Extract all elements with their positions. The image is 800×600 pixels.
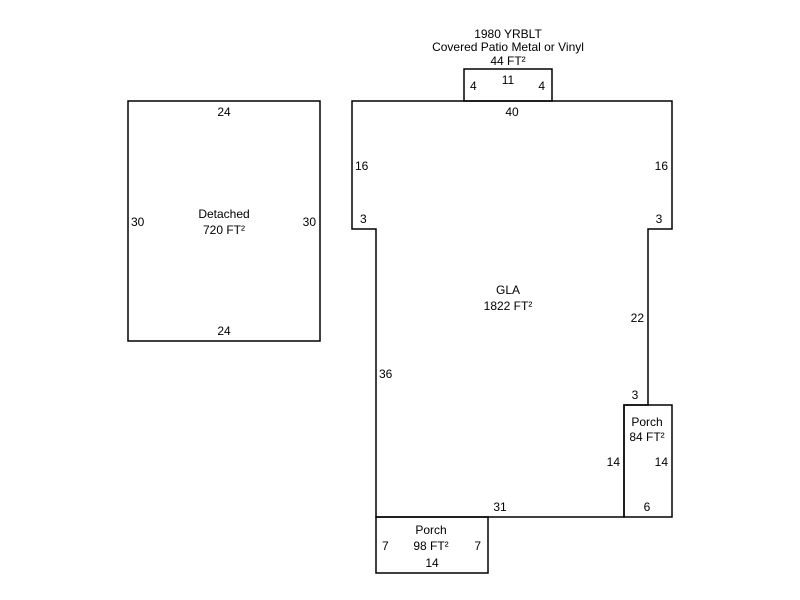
porch-right-label: Porch: [631, 415, 662, 429]
detached-label: Detached: [198, 207, 249, 221]
patio-right-dim: 4: [538, 79, 545, 93]
patio-label: Covered Patio Metal or Vinyl: [432, 40, 584, 54]
gla-left-upper-dim: 16: [355, 159, 369, 173]
gla-porch-top-dim: 3: [632, 388, 639, 402]
gla-right-lower-dim: 22: [631, 311, 645, 325]
porch-right-bottom-dim: 6: [644, 500, 651, 514]
porch-bottom-area: 98 FT²: [413, 539, 448, 553]
gla-bottom-dim: 31: [493, 500, 507, 514]
porch-bottom-label: Porch: [415, 523, 446, 537]
detached-left-dim: 30: [131, 215, 145, 229]
porch-bottom-right-dim: 7: [474, 539, 481, 553]
detached-bottom-dim: 24: [217, 324, 231, 338]
gla-label: GLA: [496, 283, 520, 297]
porch-right-area: 84 FT²: [629, 430, 664, 444]
gla-left-lower-dim: 36: [379, 367, 393, 381]
patio-top-dim: 11: [502, 73, 515, 87]
detached-right-dim: 30: [303, 215, 317, 229]
gla-right-upper-dim: 16: [655, 159, 669, 173]
patio-area: 44 FT²: [490, 54, 525, 68]
porch-bottom-left-dim: 7: [382, 539, 389, 553]
porch-bottom: Porch 98 FT² 7 7 14: [375, 516, 489, 574]
porch-right-outline: [623, 404, 673, 518]
porch-right-side-dim: 14: [655, 455, 669, 469]
gla-top-dim: 40: [505, 105, 519, 119]
patio-left-dim: 4: [470, 79, 477, 93]
patio-year: 1980 YRBLT: [474, 27, 542, 41]
gla-inner-side-dim: 14: [607, 455, 621, 469]
gla-area: 40 16 16 3 3 GLA 1822 FT² 22 36 3 14 31: [351, 100, 673, 518]
gla-area-value: 1822 FT²: [484, 299, 533, 313]
detached-top-dim: 24: [217, 105, 231, 119]
gla-right-notch-dim: 3: [656, 212, 663, 226]
gla-left-notch-dim: 3: [360, 212, 367, 226]
porch-bottom-outline: [375, 516, 489, 574]
porch-right: Porch 84 FT² 14 6: [623, 404, 673, 518]
detached-outline: [127, 100, 321, 342]
detached-structure: 24 24 30 30 Detached 720 FT²: [127, 100, 321, 342]
detached-area: 720 FT²: [203, 223, 245, 237]
covered-patio: 1980 YRBLT Covered Patio Metal or Vinyl …: [432, 27, 584, 102]
porch-bottom-bottom-dim: 14: [425, 556, 439, 570]
